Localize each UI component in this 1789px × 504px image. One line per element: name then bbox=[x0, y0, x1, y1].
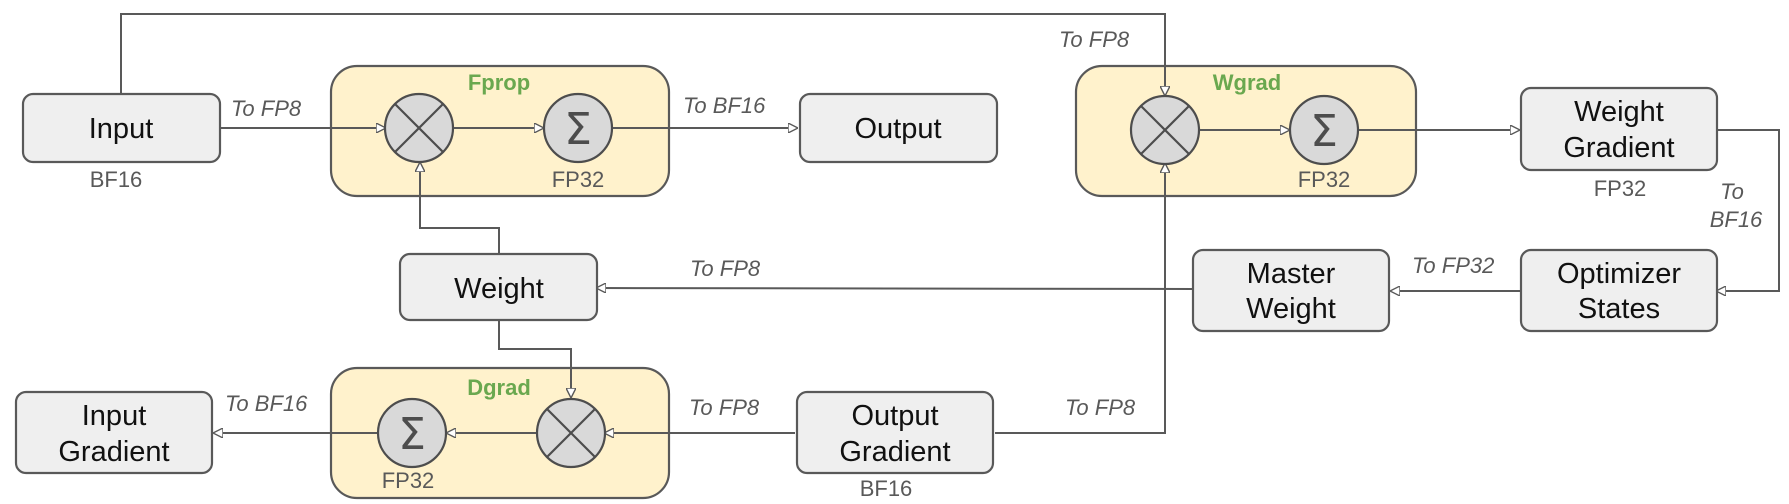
label-weight-gradient-line1: To bbox=[1720, 179, 1744, 204]
fprop-title: Fprop bbox=[468, 70, 530, 95]
edges bbox=[120, 13, 1780, 434]
dgrad-multiply-icon bbox=[535, 397, 607, 469]
dgrad-sum-symbol: Σ bbox=[398, 409, 426, 460]
dgrad-title: Dgrad bbox=[467, 375, 531, 400]
output-gradient-dtype: BF16 bbox=[860, 476, 913, 501]
input-gradient-label-line2: Gradient bbox=[58, 436, 169, 468]
edge-master-to-weight bbox=[597, 288, 1194, 289]
output-gradient-node: Output Gradient bbox=[795, 390, 995, 475]
output-gradient-label-line2: Gradient bbox=[839, 436, 950, 468]
edge-input-to-wgrad bbox=[120, 13, 1165, 95]
label-input-to-fprop: To FP8 bbox=[231, 96, 302, 121]
label-input-to-wgrad: To FP8 bbox=[1059, 27, 1130, 52]
dgrad-sum-icon: Σ bbox=[376, 397, 448, 469]
optimizer-states-label-line2: States bbox=[1578, 293, 1660, 325]
label-optimizer-to-master: To FP32 bbox=[1412, 253, 1494, 278]
weight-gradient-node: Weight Gradient bbox=[1519, 86, 1719, 172]
master-weight-node: Master Weight bbox=[1191, 248, 1391, 333]
dgrad-sum-dtype: FP32 bbox=[382, 468, 435, 493]
label-output-gradient-to-wgrad: To FP8 bbox=[1065, 395, 1136, 420]
output-label: Output bbox=[854, 113, 941, 145]
label-master-to-weight: To FP8 bbox=[690, 256, 761, 281]
input-gradient-node: Input Gradient bbox=[14, 390, 214, 475]
label-dgrad-to-input-gradient: To BF16 bbox=[225, 391, 308, 416]
wgrad-title: Wgrad bbox=[1213, 70, 1281, 95]
wgrad-sum-symbol: Σ bbox=[1310, 106, 1338, 157]
edge-weight-to-dgrad bbox=[498, 320, 571, 397]
wgrad-sum-dtype: FP32 bbox=[1298, 167, 1351, 192]
label-fprop-to-output: To BF16 bbox=[683, 93, 766, 118]
fprop-sum-dtype: FP32 bbox=[552, 167, 605, 192]
edge-weight-gradient-to-optimizer bbox=[1717, 129, 1780, 291]
weight-label: Weight bbox=[454, 273, 544, 305]
weight-gradient-label-line1: Weight bbox=[1574, 96, 1664, 128]
fprop-group: Fprop bbox=[329, 64, 671, 198]
optimizer-states-node: Optimizer States bbox=[1519, 248, 1719, 333]
wgrad-multiply-icon bbox=[1129, 94, 1201, 166]
optimizer-states-label-line1: Optimizer bbox=[1557, 258, 1681, 290]
label-output-gradient-to-dgrad: To FP8 bbox=[689, 395, 760, 420]
edge-weight-to-fprop bbox=[420, 163, 500, 254]
label-weight-gradient-line2: BF16 bbox=[1710, 207, 1763, 232]
output-gradient-label-line1: Output bbox=[851, 400, 938, 432]
weight-node: Weight bbox=[398, 252, 599, 322]
master-weight-label-line1: Master bbox=[1247, 258, 1336, 290]
master-weight-label-line2: Weight bbox=[1246, 293, 1336, 325]
output-node: Output bbox=[798, 92, 999, 164]
wgrad-sum-icon: Σ bbox=[1288, 94, 1360, 166]
input-gradient-label-line1: Input bbox=[82, 400, 147, 432]
input-node: Input bbox=[21, 92, 222, 164]
fprop-multiply-icon bbox=[383, 92, 455, 164]
input-dtype: BF16 bbox=[90, 167, 143, 192]
fprop-sum-symbol: Σ bbox=[564, 104, 592, 155]
fprop-sum-icon: Σ bbox=[542, 92, 614, 164]
edge-output-gradient-to-wgrad bbox=[995, 164, 1165, 434]
edge-labels: To FP8 To FP8 To BF16 To BF16 To FP8 To … bbox=[225, 27, 1763, 420]
input-label: Input bbox=[89, 113, 154, 145]
weight-gradient-label-line2: Gradient bbox=[1563, 132, 1674, 164]
weight-gradient-dtype: FP32 bbox=[1594, 176, 1647, 201]
